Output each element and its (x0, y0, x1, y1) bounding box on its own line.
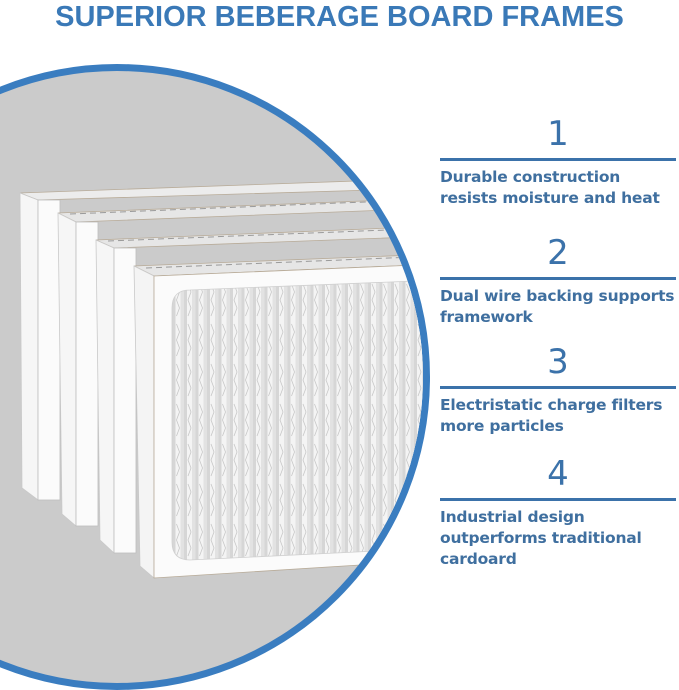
feature-text: Industrial design outperforms traditiona… (440, 508, 642, 568)
feature-number: 1 (547, 114, 569, 154)
feature-1: 1 Durable construction resists moisture … (440, 116, 676, 209)
feature-number: 4 (547, 454, 569, 494)
feature-number: 3 (547, 342, 569, 382)
divider (440, 277, 676, 280)
divider (440, 498, 676, 501)
feature-4: 4 Industrial design outperforms traditio… (440, 456, 676, 570)
divider (440, 386, 676, 389)
page-title: SUPERIOR BEBERAGE BOARD FRAMES (55, 1, 624, 33)
feature-3: 3 Electristatic charge filters more part… (440, 344, 676, 437)
divider (440, 158, 676, 161)
feature-text: Durable construction resists moisture an… (440, 168, 660, 207)
product-image-circle (0, 64, 430, 690)
feature-text: Dual wire backing supports framework (440, 287, 675, 326)
feature-2: 2 Dual wire backing supports framework (440, 235, 676, 328)
feature-text: Electristatic charge filters more partic… (440, 396, 663, 435)
feature-number: 2 (547, 233, 569, 273)
